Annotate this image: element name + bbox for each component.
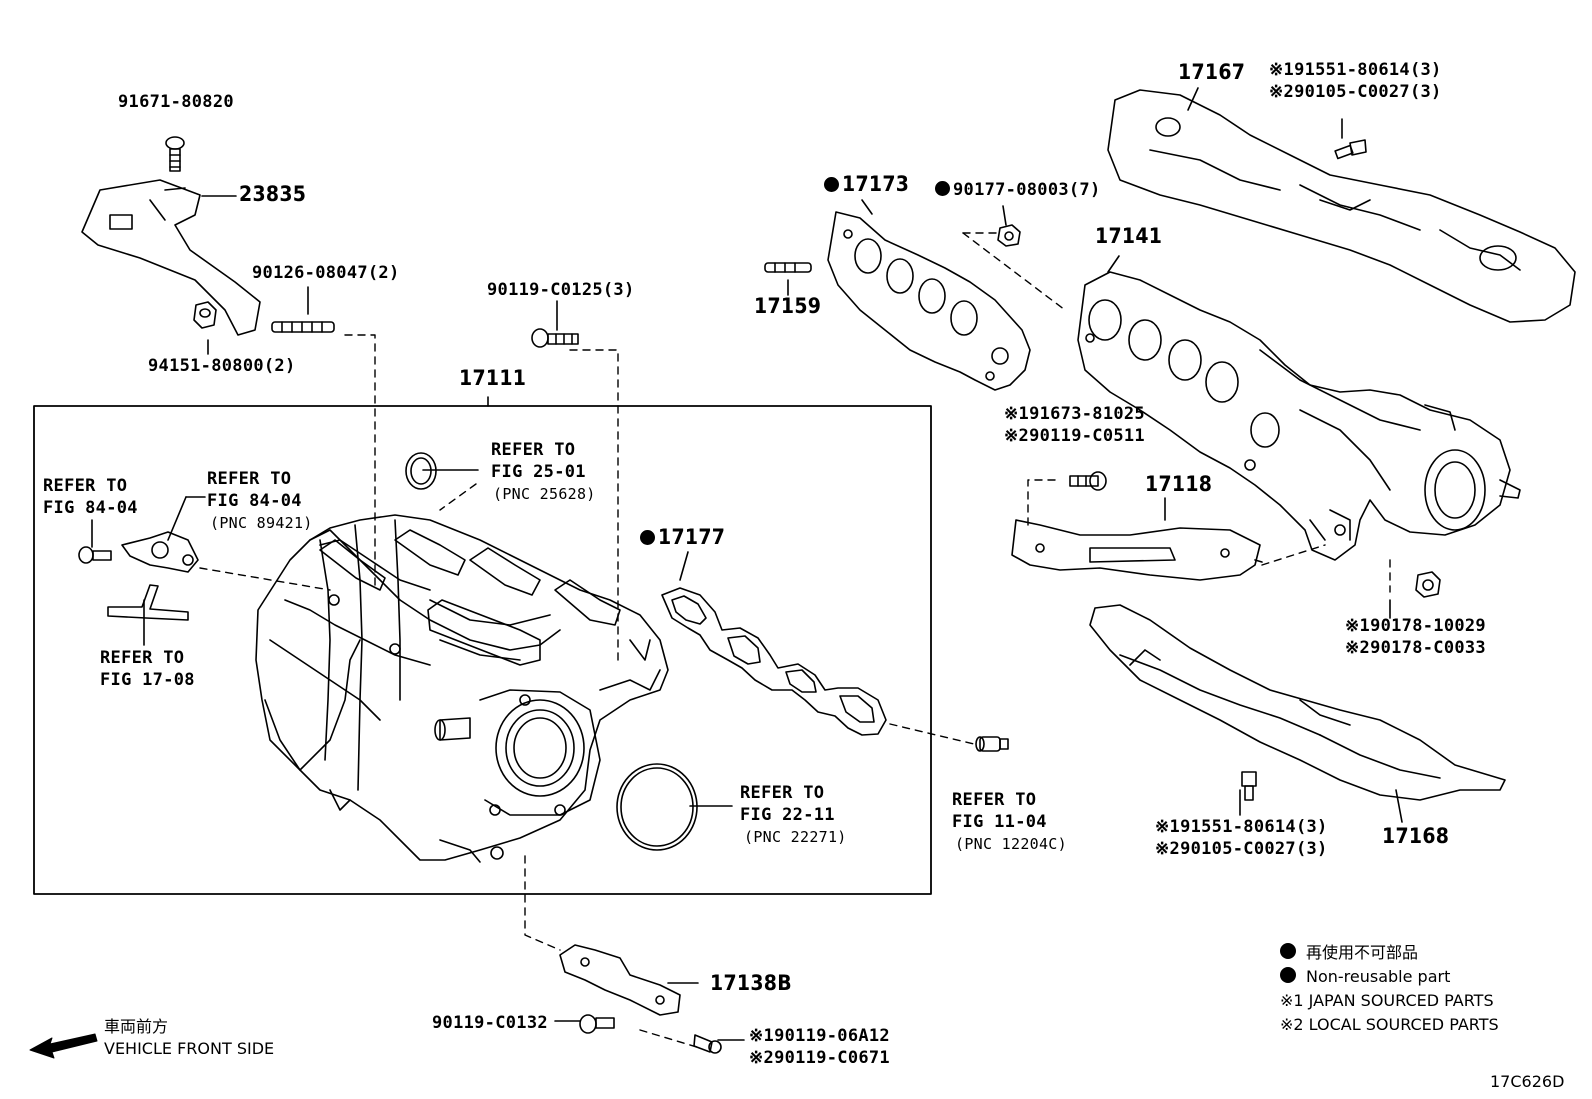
label-17168[interactable]: 17168 bbox=[1382, 824, 1450, 848]
refer-fig-84-04-a-line1: REFER TO bbox=[43, 476, 128, 496]
vehicle-front-jp: 車両前方 bbox=[104, 1017, 169, 1036]
heat-insulator-17168 bbox=[1089, 604, 1506, 801]
nut-94151 bbox=[193, 301, 217, 329]
label-17138b-code1[interactable]: ※190119-06A12 bbox=[749, 1026, 890, 1046]
intake-manifold-group-box bbox=[33, 405, 932, 895]
refer-fig-84-04-b-link[interactable]: FIG 84-04 bbox=[207, 491, 302, 511]
stud-17159 bbox=[764, 262, 812, 273]
bolt-90119-c0132 bbox=[579, 1014, 615, 1034]
refer-fig-25-01-link[interactable]: FIG 25-01 bbox=[491, 462, 586, 482]
label-17167-code1[interactable]: ※191551-80614(3) bbox=[1269, 60, 1442, 80]
nut-90178 bbox=[1415, 571, 1441, 598]
intake-manifold-17111 bbox=[255, 514, 669, 863]
gasket-ring-25628 bbox=[405, 452, 437, 490]
heat-insulator-17167 bbox=[1107, 89, 1576, 323]
refer-fig-17-08-link[interactable]: FIG 17-08 bbox=[100, 670, 195, 690]
refer-fig-84-04-b-line1: REFER TO bbox=[207, 469, 292, 489]
label-94151[interactable]: 94151-80800(2) bbox=[148, 356, 296, 376]
bolt-91671 bbox=[165, 136, 185, 172]
label-17167-code2[interactable]: ※290105-C0027(3) bbox=[1269, 82, 1442, 102]
bolt-91673 bbox=[1069, 471, 1107, 491]
label-91673-code2[interactable]: ※290119-C0511 bbox=[1004, 426, 1145, 446]
nut-90177 bbox=[997, 224, 1021, 247]
bracket-23835 bbox=[81, 179, 261, 336]
sensor-89421 bbox=[121, 531, 199, 573]
label-90126[interactable]: 90126-08047(2) bbox=[252, 263, 400, 283]
vehicle-front-en: VEHICLE FRONT SIDE bbox=[104, 1039, 275, 1058]
vehicle-front-arrow bbox=[29, 1033, 98, 1059]
refer-fig-11-04-line1: REFER TO bbox=[952, 790, 1037, 810]
figure-code: 17C626D bbox=[1490, 1072, 1565, 1091]
label-90119-c0125[interactable]: 90119-C0125(3) bbox=[487, 280, 635, 300]
label-17168-code2[interactable]: ※290105-C0027(3) bbox=[1155, 839, 1328, 859]
bolt-90119-c0125 bbox=[531, 328, 579, 348]
refer-fig-25-01-line1: REFER TO bbox=[491, 440, 576, 460]
bolt-90119-06a12 bbox=[693, 1034, 722, 1054]
label-91671[interactable]: 91671-80820 bbox=[118, 92, 234, 112]
refer-fig-11-04-link[interactable]: FIG 11-04 bbox=[952, 812, 1047, 832]
label-17118[interactable]: 17118 bbox=[1145, 472, 1213, 496]
legend-note-japan: ※1 JAPAN SOURCED PARTS bbox=[1280, 991, 1494, 1010]
refer-fig-22-11-line1: REFER TO bbox=[740, 783, 825, 803]
legend-non-reusable-jp: 再使用不可部品 bbox=[1280, 943, 1418, 963]
label-23835[interactable]: 23835 bbox=[239, 182, 307, 206]
gasket-ring-22271 bbox=[616, 763, 698, 851]
refer-fig-17-08-line1: REFER TO bbox=[100, 648, 185, 668]
label-17173[interactable]: 17173 bbox=[824, 174, 909, 195]
refer-fig-25-01-pnc: (PNC 25628) bbox=[493, 485, 596, 503]
refer-fig-22-11-link[interactable]: FIG 22-11 bbox=[740, 805, 835, 825]
label-17167[interactable]: 17167 bbox=[1178, 60, 1246, 84]
legend-non-reusable-en: Non-reusable part bbox=[1280, 967, 1450, 987]
exhaust-manifold-17141 bbox=[1077, 271, 1521, 561]
refer-fig-84-04-b-pnc: (PNC 89421) bbox=[210, 514, 313, 532]
gasket-17177 bbox=[661, 587, 887, 736]
label-17159[interactable]: 17159 bbox=[754, 294, 822, 318]
label-17138b[interactable]: 17138B bbox=[710, 971, 792, 995]
bracket-17138b bbox=[559, 944, 681, 1016]
label-90178-code1[interactable]: ※190178-10029 bbox=[1345, 616, 1486, 636]
refer-fig-84-04-a-link[interactable]: FIG 84-04 bbox=[43, 498, 138, 518]
hose-17-08 bbox=[107, 584, 189, 621]
label-17141[interactable]: 17141 bbox=[1095, 224, 1163, 248]
legend-note-local: ※2 LOCAL SOURCED PARTS bbox=[1280, 1015, 1499, 1034]
label-90178-code2[interactable]: ※290178-C0033 bbox=[1345, 638, 1486, 658]
refer-fig-22-11-pnc: (PNC 22271) bbox=[744, 828, 847, 846]
label-91673-code1[interactable]: ※191673-81025 bbox=[1004, 404, 1145, 424]
label-90119-c0132[interactable]: 90119-C0132 bbox=[432, 1013, 548, 1033]
label-17168-code1[interactable]: ※191551-80614(3) bbox=[1155, 817, 1328, 837]
label-17177[interactable]: 17177 bbox=[640, 527, 725, 548]
bolt-refer-84-04 bbox=[78, 546, 112, 564]
bracket-17118 bbox=[1011, 519, 1263, 581]
refer-fig-11-04-pnc: (PNC 12204C) bbox=[955, 835, 1067, 853]
label-90177[interactable]: 90177-08003(7) bbox=[935, 180, 1101, 200]
label-17138b-code2[interactable]: ※290119-C0671 bbox=[749, 1048, 890, 1068]
stud-90126 bbox=[271, 321, 335, 333]
bolt-91551-bottom bbox=[1241, 771, 1257, 801]
gasket-17173 bbox=[827, 211, 1031, 391]
bolt-91551-top bbox=[1334, 139, 1367, 160]
pin-12204c bbox=[975, 736, 1009, 752]
label-17111[interactable]: 17111 bbox=[459, 366, 527, 390]
